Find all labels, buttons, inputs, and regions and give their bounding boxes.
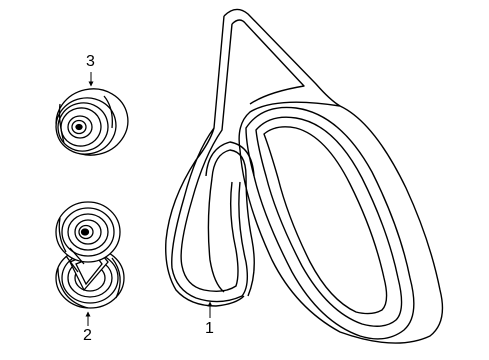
serpentine-belt: [165, 8, 444, 344]
callout-3: 3: [86, 53, 95, 70]
belt-tensioner: [55, 201, 125, 309]
callout-2: 2: [83, 327, 92, 344]
callout-1: 1: [205, 320, 214, 337]
callout-leaders: [85, 72, 213, 326]
idler-pulley: [55, 88, 129, 156]
